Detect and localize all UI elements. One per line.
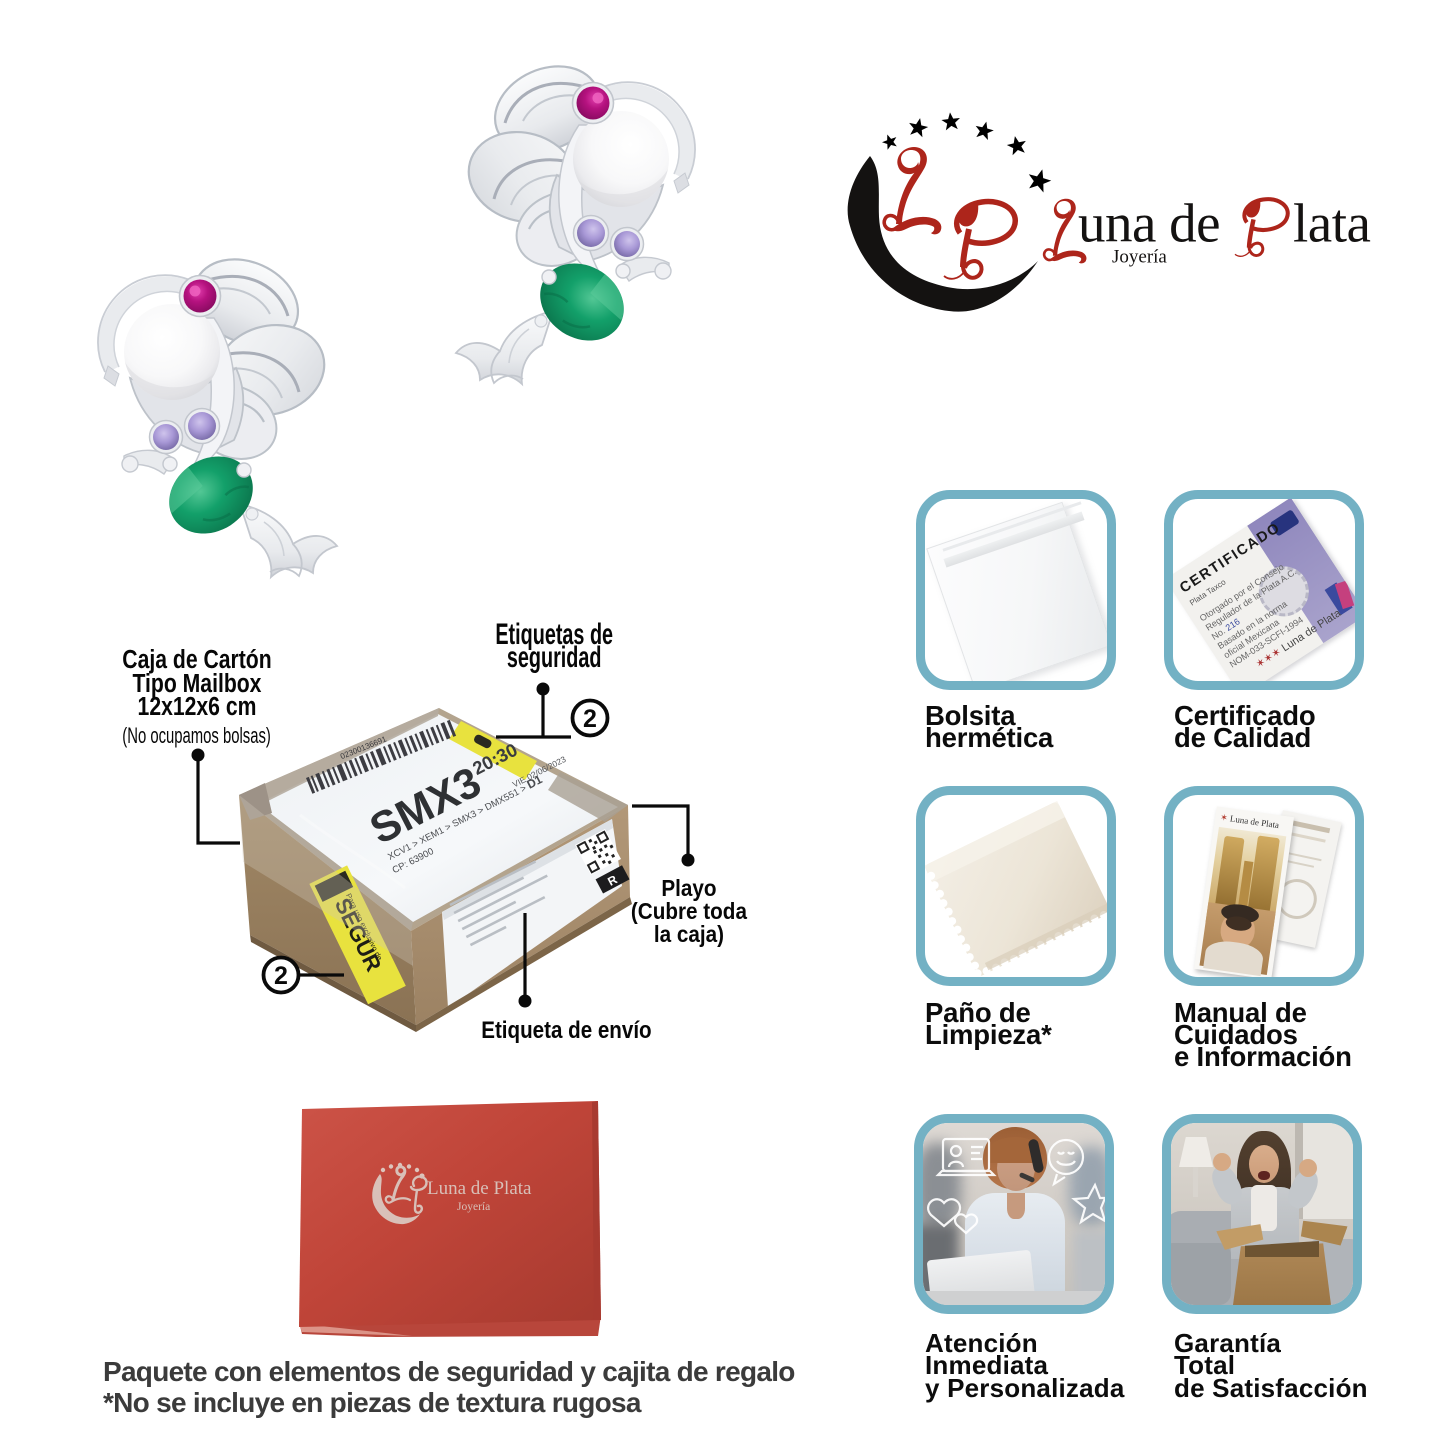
svg-text:Joyería: Joyería (1112, 247, 1167, 268)
svg-text:lata: lata (1293, 193, 1370, 254)
svg-text:2: 2 (274, 962, 288, 990)
svg-text:2: 2 (583, 705, 597, 733)
svg-text:una de: una de (1078, 193, 1220, 254)
svg-text:Luna de Plata: Luna de Plata (427, 1178, 532, 1199)
svg-text:Joyería: Joyería (457, 1201, 490, 1213)
